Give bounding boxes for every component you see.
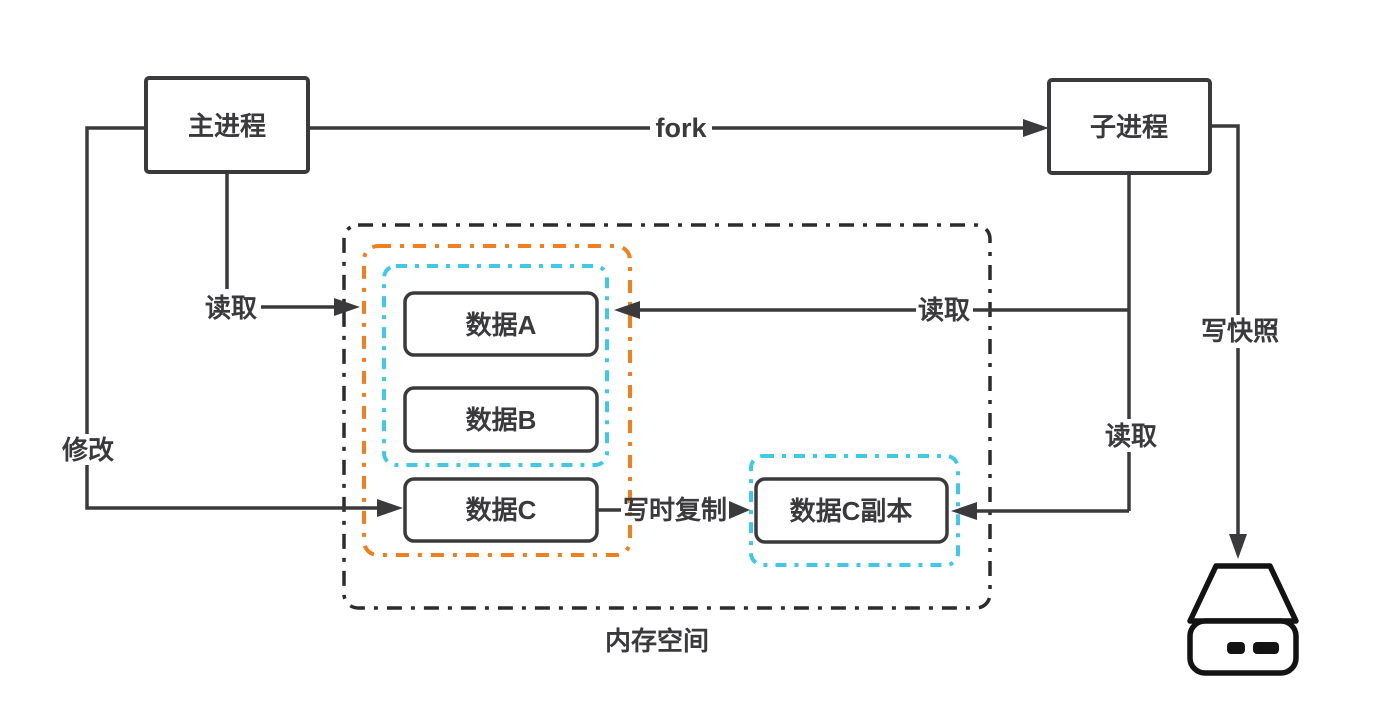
read-child-data-a-arrowhead [614, 301, 640, 319]
data-c-box [403, 477, 599, 543]
shared-data-region [382, 264, 609, 467]
child-process-label: 子进程 [1090, 112, 1168, 142]
read-child-a-label: 读取 [918, 295, 970, 325]
disk-icon-top [1187, 563, 1299, 624]
disk-icon [1187, 563, 1299, 676]
read-child-copy-arrowhead [951, 502, 977, 520]
read-main-label-bg [202, 289, 261, 326]
read-main-label: 读取 [205, 293, 257, 323]
copy-on-write-arrow [597, 501, 750, 519]
disk-icon-led-1 [1227, 642, 1245, 654]
read-main-arrowhead [334, 298, 360, 316]
data-c-copy-box [754, 477, 949, 544]
modify-label-bg [60, 434, 117, 465]
memory-space-region [342, 223, 992, 610]
data-b-label: 数据B [466, 405, 537, 435]
read-child-a-label-bg [916, 293, 973, 326]
write-snapshot-arrow [1210, 124, 1247, 559]
copy-data-region [749, 454, 960, 567]
main-process-box [144, 76, 310, 174]
data-a-label: 数据A [466, 310, 537, 340]
fork-arrowhead [1023, 119, 1049, 137]
data-a-box [403, 291, 599, 357]
write-snapshot-label-bg [1197, 315, 1283, 348]
read-child-copy-label: 读取 [1105, 421, 1157, 451]
memory-space-label: 内存空间 [605, 626, 709, 656]
data-c-copy-label: 数据C副本 [790, 496, 913, 526]
disk-icon-led-2 [1253, 642, 1279, 654]
child-process-box [1047, 78, 1212, 175]
data-c-label: 数据C [466, 495, 537, 525]
read-child-copy-label-bg [1102, 419, 1160, 452]
fork-label-bg [650, 112, 712, 143]
read-child-copy-arrow [951, 502, 1129, 520]
modify-label: 修改 [61, 435, 114, 465]
data-b-box [403, 386, 599, 453]
modify-arrowhead [377, 499, 403, 517]
copy-on-write-label: 写时复制 [623, 495, 727, 525]
write-snapshot-arrowhead [1229, 534, 1247, 559]
write-snapshot-label: 写快照 [1201, 316, 1279, 346]
modify-arrow [85, 126, 403, 517]
fork-label: fork [655, 113, 707, 143]
main-process-label: 主进程 [188, 111, 266, 141]
read-child-data-a-arrow [614, 301, 1129, 319]
copy-on-write-arrowhead [729, 501, 750, 519]
